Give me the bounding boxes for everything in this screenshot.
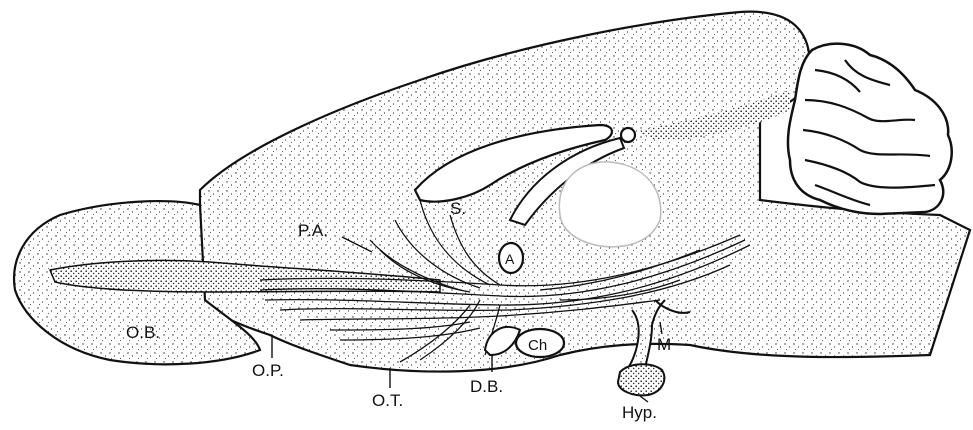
hypophysis [618, 364, 664, 395]
label-ob: O.B. [126, 323, 160, 342]
cerebellum [788, 44, 952, 214]
label-m: M [657, 335, 671, 354]
label-ch: Ch [528, 337, 547, 354]
label-hyp: Hyp. [622, 403, 657, 422]
label-db: D.B. [470, 377, 503, 396]
label-a: A [505, 251, 515, 267]
label-pa: P.A. [298, 221, 328, 240]
ventricle-notch [621, 128, 635, 142]
label-op: O.P. [252, 361, 284, 380]
label-s: S. [450, 199, 466, 218]
label-ot: O.T. [372, 391, 403, 410]
